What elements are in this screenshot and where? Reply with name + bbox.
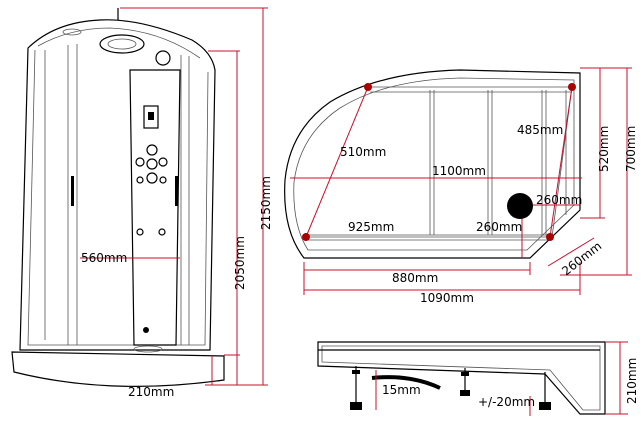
corner-marker bbox=[568, 83, 576, 91]
dim-260-front: 260mm bbox=[476, 220, 522, 234]
plan-outline bbox=[284, 69, 581, 259]
body-jets bbox=[135, 144, 168, 236]
column-outlet bbox=[143, 327, 149, 333]
dim-925: 925mm bbox=[348, 220, 394, 234]
door-handle-right bbox=[175, 176, 178, 206]
drain bbox=[507, 193, 533, 219]
dim-2150: 2150mm bbox=[259, 176, 273, 230]
dim-485: 485mm bbox=[517, 123, 563, 137]
front-view bbox=[11, 7, 268, 387]
cabin-outline bbox=[19, 19, 216, 351]
corner-marker bbox=[364, 83, 372, 91]
shower-tray bbox=[11, 351, 225, 387]
dim-corner-260: 260mm bbox=[559, 239, 604, 279]
corner-marker bbox=[546, 233, 554, 241]
dim-1100: 1100mm bbox=[432, 164, 486, 178]
dim-510: 510mm bbox=[340, 145, 386, 159]
dim-210-tray: 210mm bbox=[128, 385, 174, 399]
dim-520: 520mm bbox=[597, 126, 611, 172]
roof-light bbox=[99, 34, 145, 54]
control-column bbox=[129, 69, 181, 346]
dim-15: 15mm bbox=[382, 383, 421, 397]
dim-210-side: 210mm bbox=[625, 358, 639, 404]
door-handle-left bbox=[71, 176, 74, 206]
plan-view bbox=[284, 67, 632, 295]
control-panel bbox=[143, 105, 159, 129]
roof-speaker bbox=[155, 50, 171, 66]
corner-marker bbox=[302, 233, 310, 241]
dim-adjust: +/-20mm bbox=[478, 395, 535, 409]
dim-260-right: 260mm bbox=[536, 193, 582, 207]
dim-560: 560mm bbox=[81, 251, 127, 265]
dim-880: 880mm bbox=[392, 271, 438, 285]
dim-1090: 1090mm bbox=[420, 291, 474, 305]
dim-2050: 2050mm bbox=[233, 236, 247, 290]
dim-700: 700mm bbox=[624, 126, 638, 172]
adjustable-legs bbox=[350, 366, 551, 410]
side-view bbox=[317, 341, 628, 416]
